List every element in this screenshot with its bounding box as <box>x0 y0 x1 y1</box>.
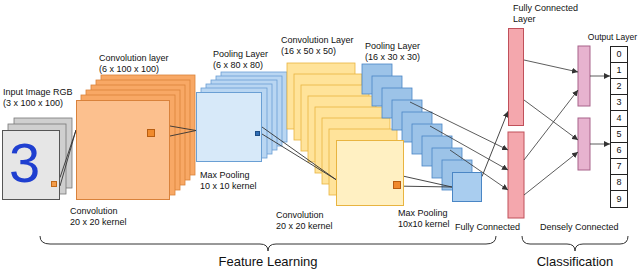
dense-link <box>524 60 578 72</box>
class-digit: 0 <box>616 49 621 60</box>
kernel-patch <box>51 181 57 187</box>
dense-bar <box>578 118 590 170</box>
class-digit: 2 <box>616 81 621 92</box>
output-cell: 5 <box>611 127 627 143</box>
operation-label: Max Pooling 10x10 kernel <box>398 208 458 230</box>
dense-bar <box>578 46 590 106</box>
output-cell: 0 <box>611 47 627 63</box>
kernel-patch <box>393 181 401 189</box>
connection-label: Fully Connected <box>455 222 527 233</box>
connector <box>404 176 452 187</box>
section-label: Feature Learning <box>188 254 348 270</box>
output-cell: 6 <box>611 143 627 159</box>
fully-connected-bar: Fully Connected Layer <box>508 28 524 126</box>
input-digit: 3 <box>9 135 40 191</box>
feature-map: Convolution layer (6 x 100 x 100) <box>76 100 170 200</box>
kernel-patch <box>147 129 155 137</box>
class-digit: 4 <box>616 113 621 124</box>
class-digit: 5 <box>616 129 621 140</box>
output-cell: 9 <box>611 191 627 207</box>
connection-label: Densely Connected <box>540 222 624 233</box>
kernel-patch <box>255 131 260 136</box>
class-digit: 9 <box>616 194 621 205</box>
dense-link <box>524 152 578 195</box>
layer-heading: Convolution Layer (16 x 50 x 50) <box>281 35 361 57</box>
output-column: Output Layer0123456789 <box>610 46 628 208</box>
section-brace <box>40 236 496 251</box>
layer-heading: Output Layer <box>585 32 637 42</box>
section-label: Classification <box>525 254 625 270</box>
class-digit: 1 <box>616 65 621 76</box>
class-digit: 6 <box>616 145 621 156</box>
section-brace <box>522 236 628 251</box>
operation-label: Max Pooling 10 x 10 kernel <box>200 170 260 192</box>
layer-heading: Convolution layer (6 x 100 x 100) <box>99 53 175 75</box>
output-link <box>590 144 610 145</box>
feature-map: Pooling Layer (16 x 30 x 30) <box>452 172 482 202</box>
dense-link <box>524 100 578 140</box>
layer-heading: Fully Connected Layer <box>513 3 585 25</box>
fully-connected-bar <box>508 132 524 218</box>
operation-label: Convolution 20 x 20 kernel <box>70 206 129 228</box>
class-digit: 7 <box>616 161 621 172</box>
operation-label: Convolution 20 x 20 kernel <box>276 210 335 232</box>
output-cell: 8 <box>611 175 627 191</box>
feature-map: Pooling Layer (6 x 80 x 80) <box>196 92 262 162</box>
dense-link <box>524 90 578 160</box>
input-image: Input Image RGB (3 x 100 x 100)3 <box>2 130 60 200</box>
class-digit: 8 <box>616 177 621 188</box>
connector <box>482 111 508 176</box>
connector <box>262 127 336 180</box>
output-cell: 4 <box>611 111 627 127</box>
connector <box>60 130 76 186</box>
output-link <box>590 76 610 77</box>
output-cell: 3 <box>611 95 627 111</box>
feature-map: Convolution Layer (16 x 50 x 50) <box>336 140 404 206</box>
connector <box>170 126 196 136</box>
layer-heading: Pooling Layer (6 x 80 x 80) <box>213 49 274 71</box>
output-cell: 7 <box>611 159 627 175</box>
layer-heading: Pooling Layer (16 x 30 x 30) <box>365 41 426 63</box>
output-cell: 2 <box>611 79 627 95</box>
class-digit: 3 <box>616 97 621 108</box>
output-cell: 1 <box>611 63 627 79</box>
layer-heading: Input Image RGB (3 x 100 x 100) <box>3 87 79 109</box>
